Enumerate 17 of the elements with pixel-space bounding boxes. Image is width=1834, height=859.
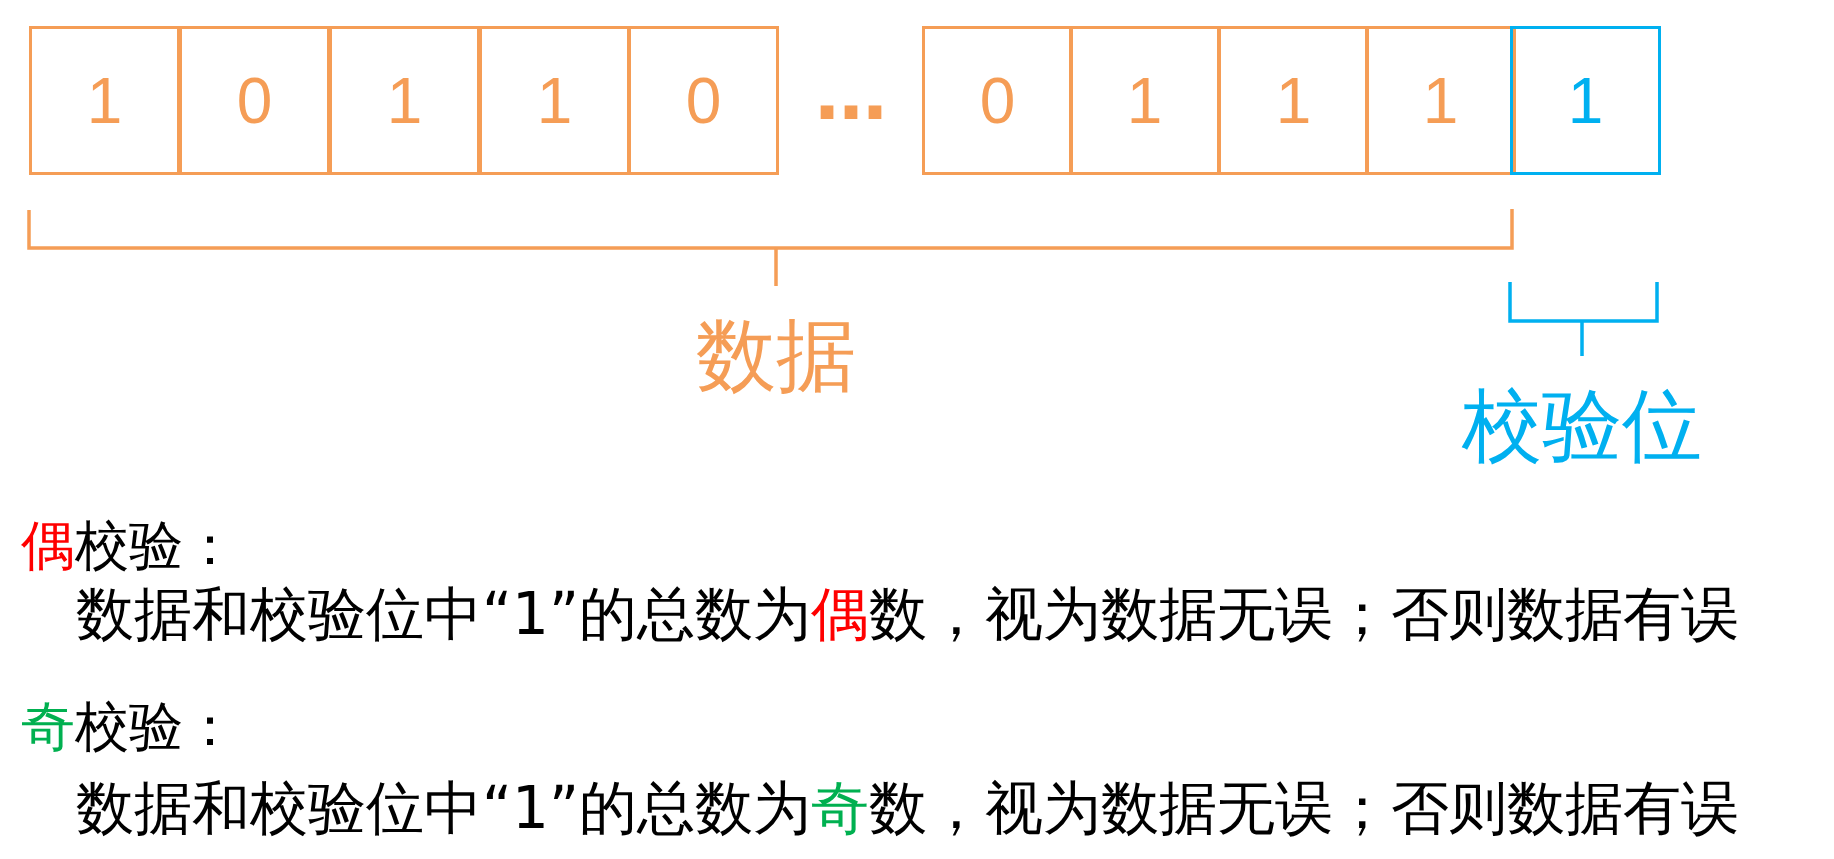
- bracket-label: 校验位: [1462, 386, 1702, 466]
- bracket-label: 数据: [696, 316, 856, 396]
- bit-cell: 1: [329, 26, 480, 175]
- bit-cell: 0: [922, 26, 1073, 175]
- bit-cell: 1: [479, 26, 630, 175]
- bit-cell: 1: [1510, 26, 1661, 175]
- heading: 偶校验：: [21, 519, 237, 573]
- paragraph: 数据和校验位中“1”的总数为奇数，视为数据无误；否则数据有误: [76, 779, 1739, 837]
- bit-cell: 1: [1365, 26, 1516, 175]
- bit-cell: 1: [1069, 26, 1220, 175]
- paragraph: 数据和校验位中“1”的总数为偶数，视为数据无误；否则数据有误: [76, 585, 1739, 643]
- bit-cell: 1: [1218, 26, 1369, 175]
- ellipsis: …: [815, 58, 887, 130]
- bit-cell: 1: [29, 26, 180, 175]
- heading: 奇校验：: [21, 700, 237, 754]
- bit-cell: 0: [628, 26, 779, 175]
- bit-cell: 0: [179, 26, 330, 175]
